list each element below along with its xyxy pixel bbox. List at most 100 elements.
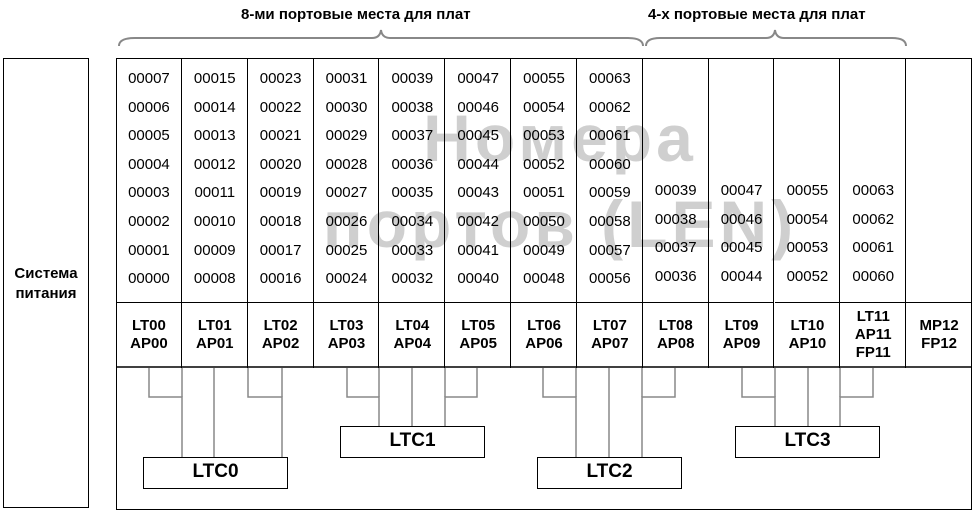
port-number: 00004 (128, 155, 170, 173)
port-number: 00045 (720, 239, 763, 257)
ltc3-box: LTC3 (735, 426, 880, 458)
slot-name-line: LT05 (461, 316, 496, 334)
port-number: 00019 (259, 184, 302, 202)
slot-name-line: AP02 (261, 334, 300, 352)
port-number: 00029 (325, 127, 368, 145)
wire-lt00 (148, 368, 183, 458)
port-number: 00039 (391, 70, 434, 87)
port-number: 00036 (391, 155, 434, 173)
port-number: 00000 (128, 270, 170, 288)
slot-name-line: AP07 (591, 334, 629, 352)
slot-name-divider (445, 302, 511, 303)
port-number: 00001 (128, 241, 170, 259)
port-number: 00027 (325, 184, 368, 202)
port-number: 00055 (786, 182, 829, 199)
slot-name-divider (576, 302, 642, 303)
slot-name-line: LT02 (263, 316, 298, 334)
port-number: 00024 (325, 270, 368, 288)
port-number: 00034 (391, 213, 434, 230)
slot-name-divider (774, 302, 840, 303)
port-number: 00017 (259, 241, 302, 259)
port-number: 00006 (128, 98, 170, 116)
slot-name-line: AP01 (196, 334, 234, 352)
port-number: 00020 (259, 155, 302, 173)
slot-name-line: AP09 (722, 334, 761, 352)
power-label-line2: питания (15, 285, 77, 302)
port-number: 00012 (193, 155, 236, 173)
port-number: 00049 (523, 241, 565, 259)
port-number: 00043 (457, 184, 500, 202)
slot-name-divider (708, 302, 774, 303)
slot-name-line: FP11 (855, 343, 891, 361)
slot-name-line: AP00 (130, 334, 168, 352)
slot-name-line: FP12 (921, 334, 958, 352)
port-number: 00042 (457, 213, 500, 230)
port-number: 00063 (589, 70, 631, 87)
wire-lt11 (839, 368, 874, 427)
shelf-frame (116, 58, 972, 510)
port-number: 00041 (457, 241, 500, 259)
port-number: 00031 (325, 70, 368, 87)
port-number: 00039 (654, 182, 697, 199)
slot-name-line: LT07 (592, 316, 627, 334)
ltc1-box: LTC1 (340, 426, 485, 458)
slot-name-line: LT00 (131, 316, 166, 334)
watermark-line1: Номера (423, 101, 697, 175)
port-number: 00033 (391, 241, 434, 259)
port-number: 00028 (325, 155, 368, 173)
port-number: 00061 (852, 239, 895, 257)
wire-lt03 (346, 368, 380, 427)
port-number: 00022 (259, 98, 302, 116)
port-number: 00044 (457, 155, 500, 173)
slot-name-line: AP08 (656, 334, 695, 352)
slot-name-line: AP04 (393, 334, 432, 352)
slot-name-line: LT04 (395, 316, 430, 334)
port-number: 00037 (654, 239, 697, 257)
brace-4-port (645, 29, 907, 47)
port-number: 00036 (654, 267, 697, 285)
slot-name-divider (511, 302, 576, 303)
wire-lt08 (641, 368, 676, 458)
port-number: 00047 (457, 70, 500, 87)
port-number: 00057 (589, 241, 631, 259)
port-number: 00059 (589, 184, 631, 202)
port-number: 00023 (259, 70, 302, 87)
port-number: 00013 (193, 127, 236, 145)
slot-name-line: AP05 (459, 334, 497, 352)
port-number: 00053 (786, 239, 829, 257)
slot-name-divider (379, 302, 445, 303)
slot-name-line: LT11 (856, 307, 890, 325)
port-number: 00048 (523, 270, 565, 288)
ltc0-box: LTC0 (143, 457, 288, 489)
port-number: 00054 (523, 98, 565, 116)
port-number: 00060 (852, 267, 895, 285)
slot-name-line: AP06 (525, 334, 563, 352)
port-number: 00030 (325, 98, 368, 116)
slot-name-divider (313, 302, 379, 303)
group-braces (118, 29, 907, 47)
port-number: 00038 (654, 210, 697, 228)
port-number: 00040 (457, 270, 500, 288)
slot-name-divider (247, 302, 313, 303)
port-number: 00018 (259, 213, 302, 230)
wire-lt09 (741, 368, 776, 427)
port-number: 00010 (193, 213, 236, 230)
port-number: 00050 (523, 213, 565, 230)
port-number: 00026 (325, 213, 368, 230)
port-number: 00044 (720, 267, 763, 285)
port-number: 00032 (391, 270, 434, 288)
